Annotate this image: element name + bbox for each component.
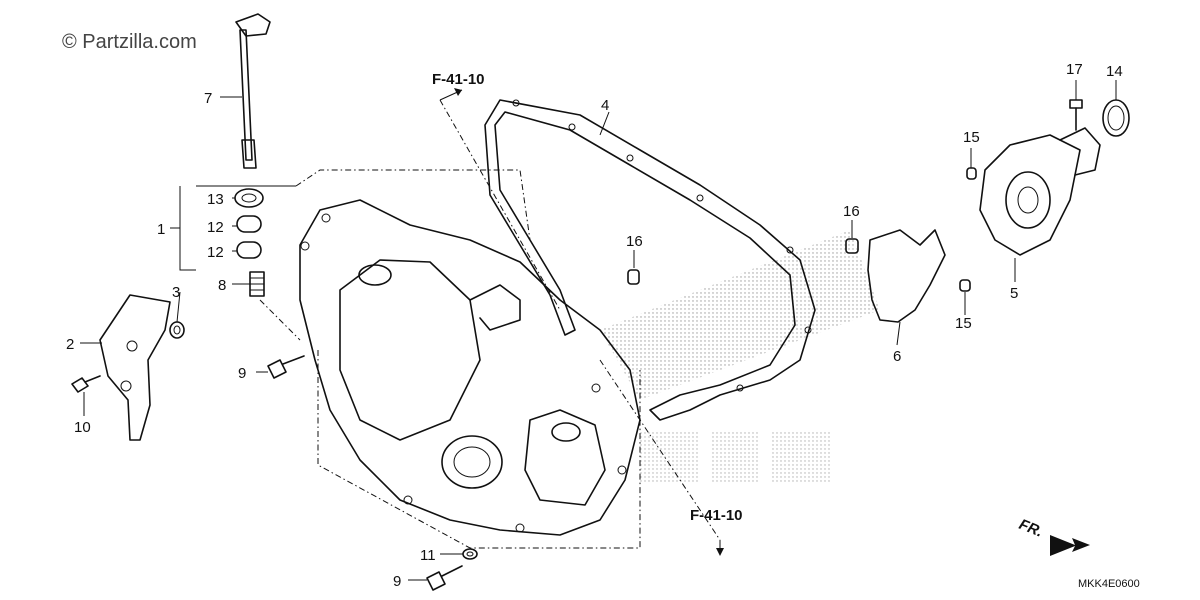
- dowel-pin-part-16-b: [845, 238, 859, 254]
- callout-9-upper: 9: [238, 365, 246, 382]
- callout-11: 11: [420, 547, 436, 564]
- callout-12-a: 12: [207, 219, 224, 236]
- collar-part-8: [249, 271, 265, 297]
- bolt-part-9-upper: [267, 355, 305, 379]
- bearing-part-13: [234, 188, 264, 208]
- group-bracket-1: [170, 185, 296, 271]
- callout-15-a: 15: [963, 129, 980, 146]
- reference-label-bottom: F-41-10: [690, 507, 743, 524]
- callout-7: 7: [204, 90, 212, 107]
- watermark-text: © Partzilla.com: [62, 31, 197, 53]
- leader-lines: [80, 80, 1117, 581]
- diagram-code: MKK4E0600: [1078, 578, 1140, 590]
- callout-2: 2: [66, 336, 74, 353]
- callout-8: 8: [218, 277, 226, 294]
- callout-4: 4: [601, 97, 609, 114]
- dowel-pin-part-15-a: [966, 167, 977, 180]
- shaft-part-7: [235, 13, 271, 169]
- dowel-pin-part-16-a: [627, 269, 640, 285]
- callout-10: 10: [74, 419, 91, 436]
- bolt-part-9-lower: [426, 565, 463, 591]
- exploded-view-lines: [259, 99, 721, 549]
- front-label: FR.: [1017, 516, 1046, 541]
- needle-bearing-part-12: [236, 215, 262, 259]
- o-ring-part-14: [1102, 99, 1130, 137]
- front-direction-indicator: FR.: [1017, 516, 1090, 556]
- water-pump-part-5: [979, 127, 1101, 256]
- callout-3: 3: [172, 284, 180, 301]
- reference-arrows: [439, 88, 724, 556]
- callout-17: 17: [1066, 61, 1083, 78]
- callout-14: 14: [1106, 63, 1123, 80]
- callout-13: 13: [207, 191, 224, 208]
- gasket-part-4: [484, 99, 816, 421]
- callout-16-b: 16: [843, 203, 860, 220]
- callout-12-b: 12: [207, 244, 224, 261]
- gasket-part-6: [867, 229, 946, 323]
- washer-part-11: [462, 548, 478, 560]
- callout-16-a: 16: [626, 233, 643, 250]
- washer-part-3: [169, 321, 185, 339]
- callout-9-lower: 9: [393, 573, 401, 590]
- bolt-part-10: [71, 375, 101, 393]
- crankcase-cover: [299, 199, 641, 536]
- callout-15-b: 15: [955, 315, 972, 332]
- callout-6: 6: [893, 348, 901, 365]
- callout-1: 1: [157, 221, 165, 238]
- callout-5: 5: [1010, 285, 1018, 302]
- dowel-pin-part-15-b: [959, 279, 971, 292]
- reference-label-top: F-41-10: [432, 71, 485, 88]
- background-shading: [600, 230, 880, 482]
- guide-plate-part-2: [99, 294, 171, 441]
- bolt-part-17: [1069, 99, 1083, 131]
